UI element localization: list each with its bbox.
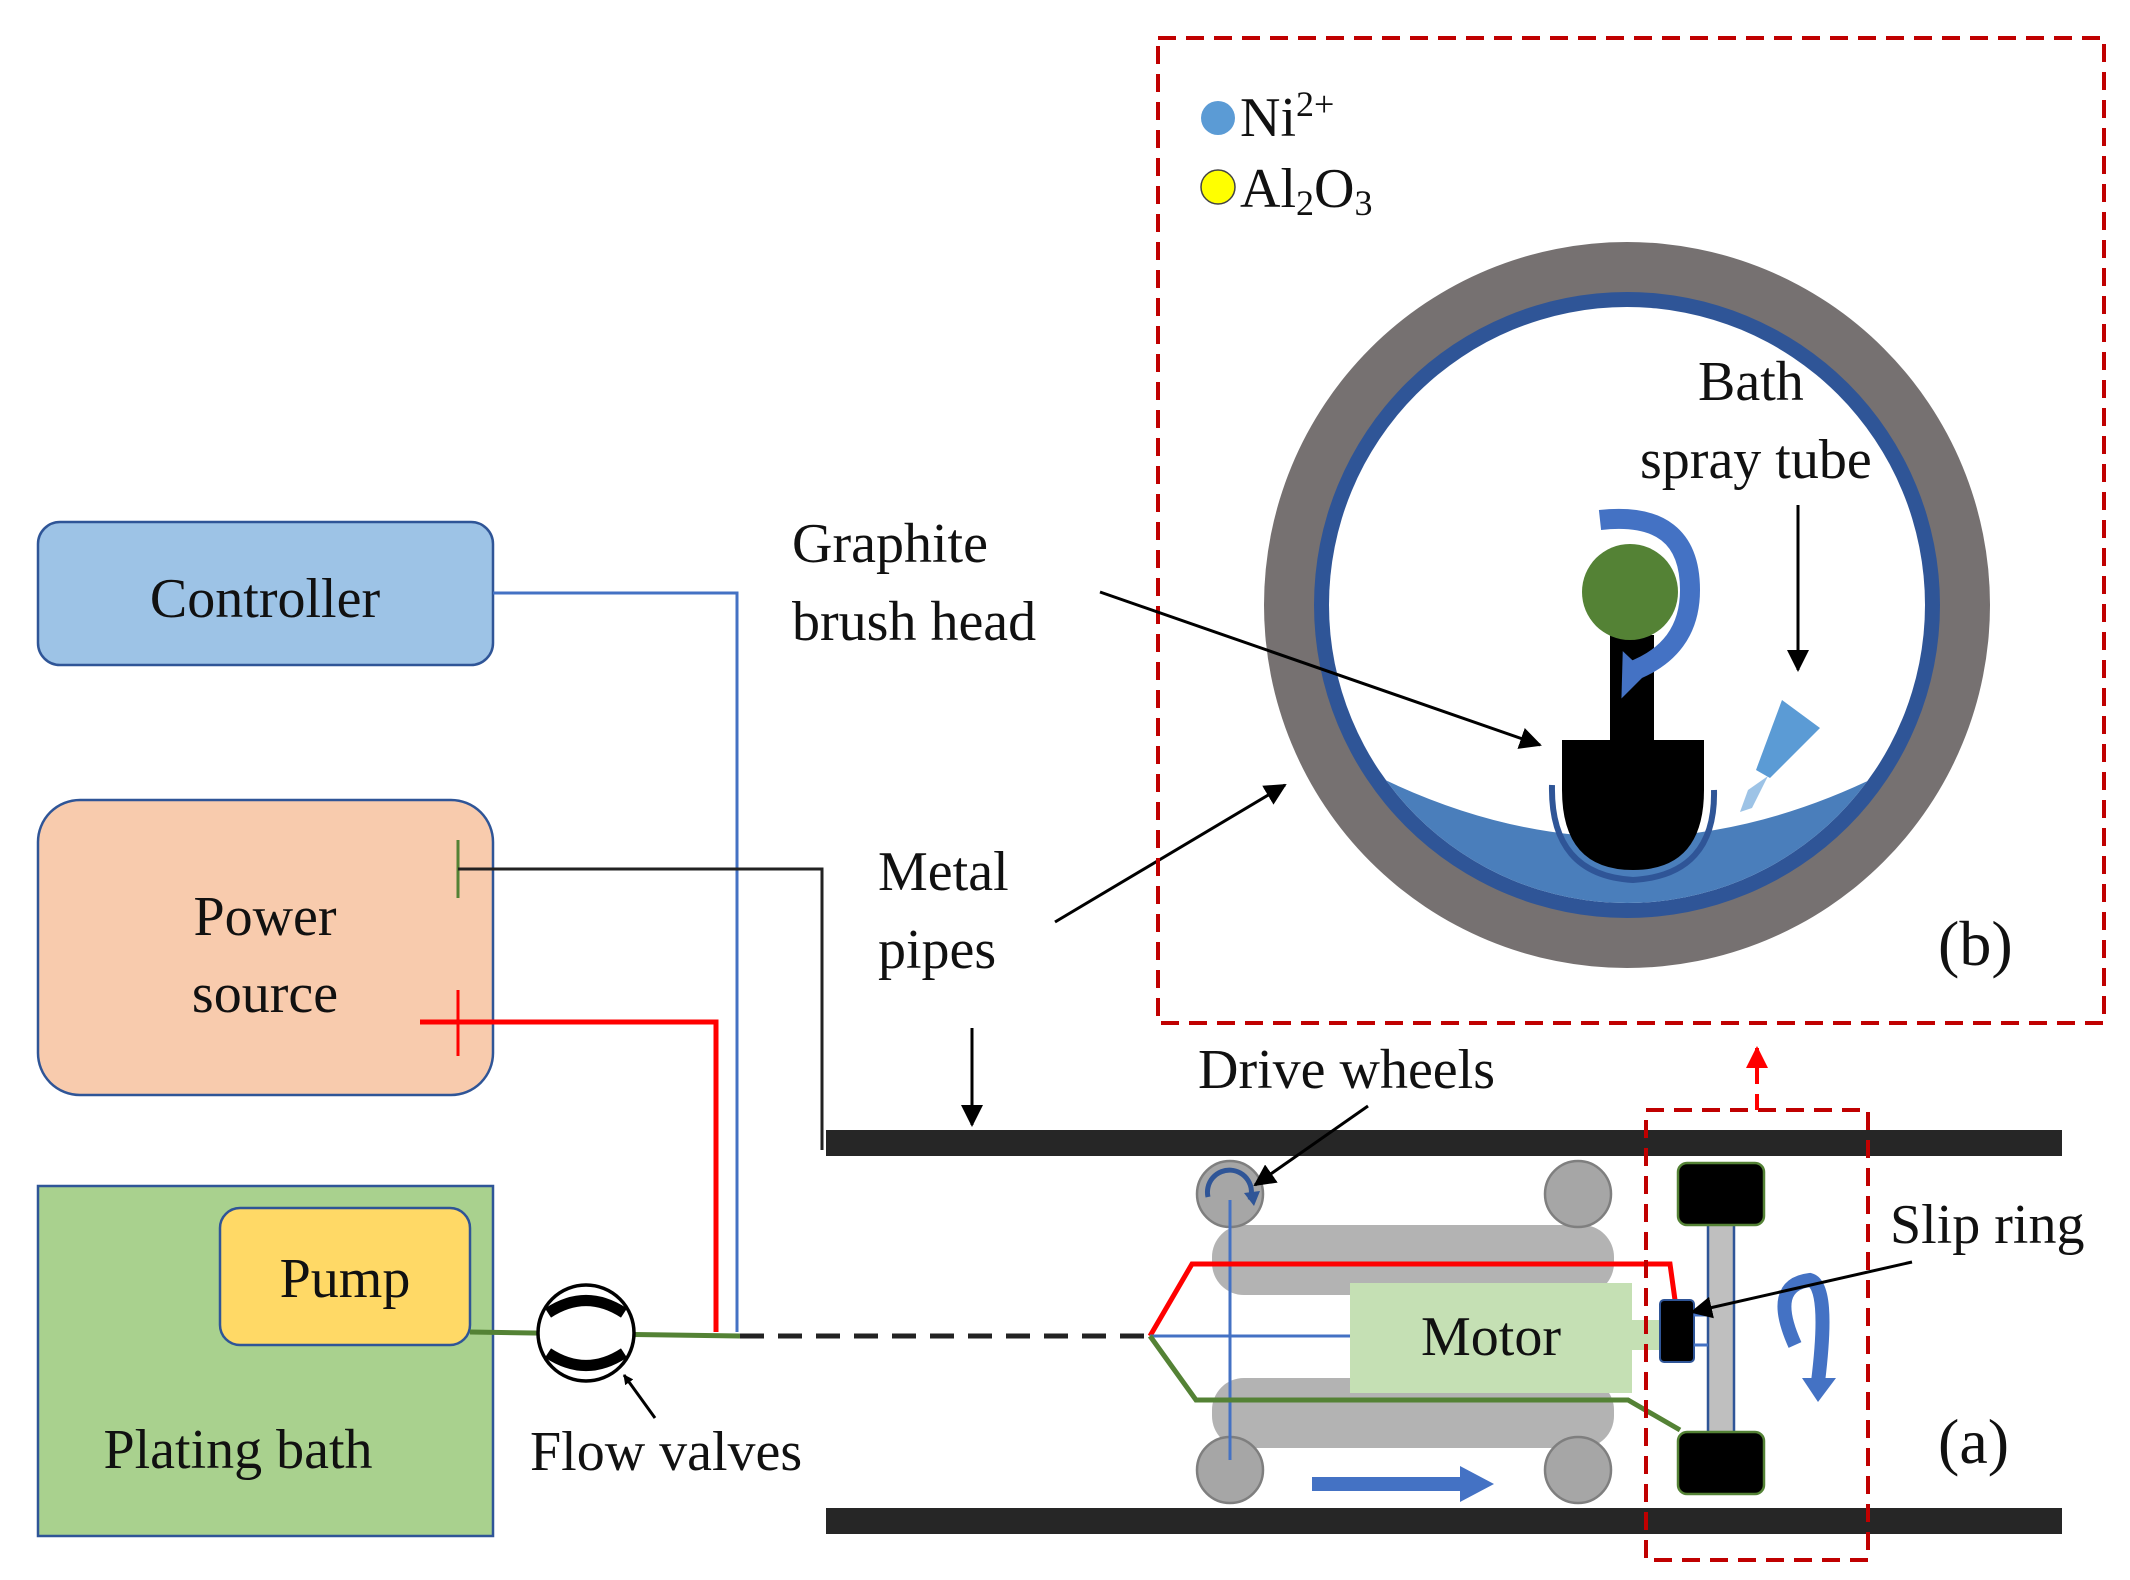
al-legend-2: O <box>1314 158 1354 220</box>
robot-green-wire <box>1147 1334 1682 1433</box>
metal-pipes-label-line2: pipes <box>878 919 996 981</box>
plating-bath-label: Plating bath <box>103 1419 372 1481</box>
positive-wire <box>420 1019 719 1332</box>
power-source-label-line1: Power <box>193 886 336 948</box>
slip-ring-block <box>1659 1299 1695 1363</box>
metal-pipes-label-line1: Metal <box>878 841 1009 903</box>
wheel-rotation-icon <box>1204 1167 1254 1201</box>
graphite-brush-head-icon <box>1548 508 1718 884</box>
controller-label: Controller <box>150 568 381 630</box>
metal-pipes-pointer-up <box>1054 783 1287 924</box>
flow-valves-label: Flow valves <box>530 1421 802 1483</box>
graphite-brush-label-line2: brush head <box>792 591 1036 653</box>
brush-head-bottom <box>1676 1430 1766 1496</box>
motion-direction-arrow <box>1312 1466 1494 1502</box>
drive-wheel-rear-bottom <box>1543 1435 1613 1505</box>
brush-head-top <box>1676 1161 1766 1227</box>
power-source-label-line2: source <box>192 963 338 1025</box>
pipe-wall-top <box>826 1130 2062 1156</box>
power-source-box: Power source <box>36 798 495 1097</box>
brush-shaft <box>1706 1220 1736 1462</box>
panel-b-label: (b) <box>1938 908 2013 979</box>
bath-spray-tube-label-line1: Bath <box>1698 351 1804 413</box>
brush-rotation-icon <box>1777 1272 1830 1383</box>
controller-box: Controller <box>36 520 495 667</box>
svg-text:Al2O3: Al2O3 <box>1240 158 1372 223</box>
flow-valves-pointer <box>622 1374 657 1419</box>
robot-body: Motor <box>1147 1159 1682 1505</box>
pipe-wall-bottom <box>826 1508 2062 1534</box>
al-legend-sub2: 3 <box>1354 183 1372 223</box>
legend: Ni2+ Al2O3 <box>1200 84 1372 223</box>
motor-label: Motor <box>1421 1306 1561 1368</box>
al-legend-sub1: 2 <box>1296 183 1314 223</box>
al2o3-legend-marker <box>1200 169 1236 205</box>
brush-assembly <box>1659 1161 1836 1496</box>
drive-wheels-label: Drive wheels <box>1198 1039 1495 1101</box>
robot-chassis-bottom <box>1212 1378 1614 1448</box>
al-legend-1: Al <box>1240 158 1296 220</box>
ni-legend-base: Ni <box>1240 87 1296 149</box>
slip-ring-label: Slip ring <box>1890 1194 2084 1256</box>
motor-box <box>1350 1283 1632 1393</box>
flow-valve-icon <box>536 1283 636 1383</box>
graphite-brush-label-line1: Graphite <box>792 513 988 575</box>
bath-spray-tube-label-line2: spray tube <box>1640 429 1872 491</box>
graphite-brush-pointer <box>1099 590 1542 749</box>
panel-b-frame <box>1156 36 2106 1025</box>
ni-legend-sup: 2+ <box>1296 84 1334 124</box>
pump-label: Pump <box>280 1248 411 1310</box>
controller-wire <box>493 591 739 1332</box>
negative-wire <box>458 867 824 1150</box>
ni-ion-legend-marker <box>1201 101 1235 135</box>
pump-box: Pump <box>218 1206 472 1347</box>
panel-a-label: (a) <box>1938 1406 2009 1477</box>
svg-text:Ni2+: Ni2+ <box>1240 84 1334 149</box>
robot-red-wire <box>1147 1261 1678 1338</box>
bath-spray-tube-icon <box>1740 700 1820 812</box>
robot-chassis-top <box>1212 1225 1614 1295</box>
drive-wheels-pointer <box>1253 1104 1369 1187</box>
drive-wheel-rear-top <box>1543 1159 1613 1229</box>
slip-ring-pointer <box>1690 1260 1913 1319</box>
